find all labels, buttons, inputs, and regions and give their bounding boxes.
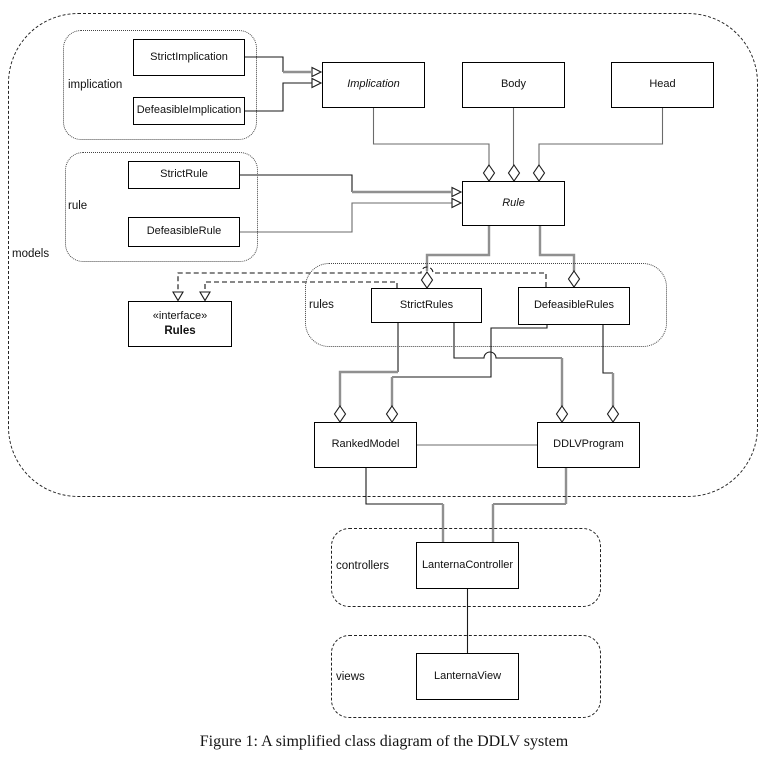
group-models (8, 13, 758, 497)
class-rule: Rule (462, 181, 565, 226)
group-rule-label: rule (68, 200, 88, 212)
realization-arrowhead-rules-1 (172, 291, 184, 302)
group-rules (305, 263, 667, 347)
figure-caption: Figure 1: A simplified class diagram of … (199, 733, 569, 750)
group-views-label: views (336, 671, 365, 683)
group-controllers (331, 528, 601, 607)
group-rules-label: rules (309, 299, 334, 311)
generalization-arrowhead-rule-1 (451, 186, 463, 198)
generalization-arrowhead-rule-2 (451, 197, 463, 209)
interface-stereotype: «interface» (152, 309, 208, 322)
realization-arrowhead-rules-2 (199, 291, 211, 302)
edge-implication-rule (372, 108, 490, 165)
class-head: Head (611, 62, 714, 108)
edge-strictrule-rule-stem (240, 174, 353, 192)
edge-strictrules-ddlvprogram-stem (453, 323, 562, 359)
edge-defeasiblerules-rules-interface (177, 266, 547, 291)
class-defeasible-rule: DefeasibleRule (128, 217, 240, 247)
class-defeasible-implication: DefeasibleImplication (133, 97, 245, 125)
class-body: Body (462, 62, 565, 108)
group-models-label: models (12, 248, 50, 260)
class-lanterna-controller: LanternaController (416, 542, 519, 589)
edge-strictrules-rankedmodel-gray (338, 370, 398, 406)
group-implication-label: implication (68, 79, 123, 91)
group-controllers-label: controllers (336, 560, 390, 572)
generalization-arrowhead-implication-2 (311, 77, 323, 89)
edge-strictrules-rules-interface (204, 281, 398, 291)
edge-defeasiblerule-rule (240, 202, 452, 233)
class-strict-rule: StrictRule (128, 161, 240, 189)
generalization-arrowhead-implication-1 (311, 66, 323, 78)
class-lanterna-view: LanternaView (416, 653, 519, 700)
interface-name: Rules (164, 324, 196, 337)
group-views (331, 635, 601, 718)
edge-defeasiblerules-rankedmodel-stem (392, 325, 548, 378)
edge-rankedmodel-controller-stem (365, 468, 443, 505)
class-ddlv-program: DDLVProgram (537, 422, 640, 468)
group-implication (63, 30, 257, 140)
class-implication: Implication (322, 62, 425, 108)
edge-strictimplication-implication-stem (245, 56, 284, 72)
class-strict-rules: StrictRules (371, 288, 482, 323)
edge-head-rule (538, 108, 664, 165)
class-ranked-model: RankedModel (314, 422, 417, 468)
class-strict-implication: StrictImplication (133, 39, 245, 76)
edge-defeasibleimplication-implication (245, 82, 312, 112)
edge-defeasiblerules-ddlvprogram-stem (602, 325, 613, 374)
group-rule (65, 152, 258, 262)
interface-rules: «interface» Rules (128, 301, 232, 347)
class-defeasible-rules: DefeasibleRules (518, 287, 630, 325)
